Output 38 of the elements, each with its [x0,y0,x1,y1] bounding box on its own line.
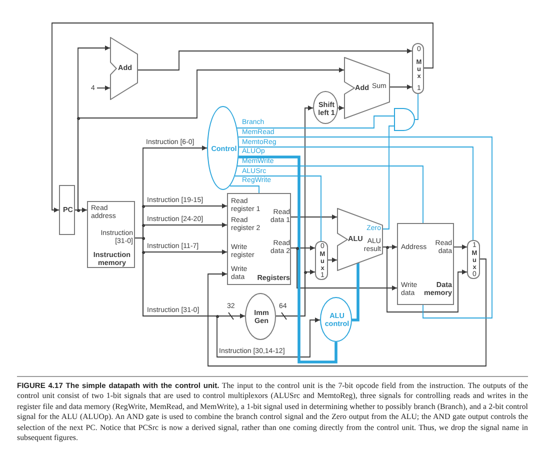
connector-line [234,176,322,242]
alu-control-ellipse [320,297,352,342]
connector-line [382,126,394,230]
multiplexor-shape [315,241,328,280]
arrow [328,258,338,262]
arrow [290,214,338,220]
connector-line [238,146,474,240]
control-unit-ellipse [207,106,239,190]
arrow [138,48,412,70]
connector-line [237,166,424,224]
arrow [390,84,412,90]
arrow [52,22,434,212]
multiplexor-shape [467,240,480,279]
arrow [134,238,320,358]
and-gate-symbol [394,108,415,131]
arrow [338,106,344,110]
adder-shape [110,37,138,100]
pc-register-block [59,185,75,235]
connector-line [230,186,260,194]
arrow [96,86,110,90]
arrow [290,248,398,290]
register-file-block [227,193,291,285]
multiplexor-shape [412,43,424,94]
connector-line [414,94,418,120]
connector-line [352,263,360,322]
imm-gen-ellipse [245,293,276,340]
arrow [74,68,344,210]
arrow [208,258,486,366]
memory-block [397,223,454,305]
alu-shape [337,208,383,271]
shifter-ellipse [313,91,338,124]
connector-line [238,136,492,318]
arrow [454,244,468,250]
adder-shape [344,57,390,119]
connector-line [238,156,338,364]
connector-line [236,116,394,128]
arrow [382,246,468,312]
memory-block [87,201,135,268]
